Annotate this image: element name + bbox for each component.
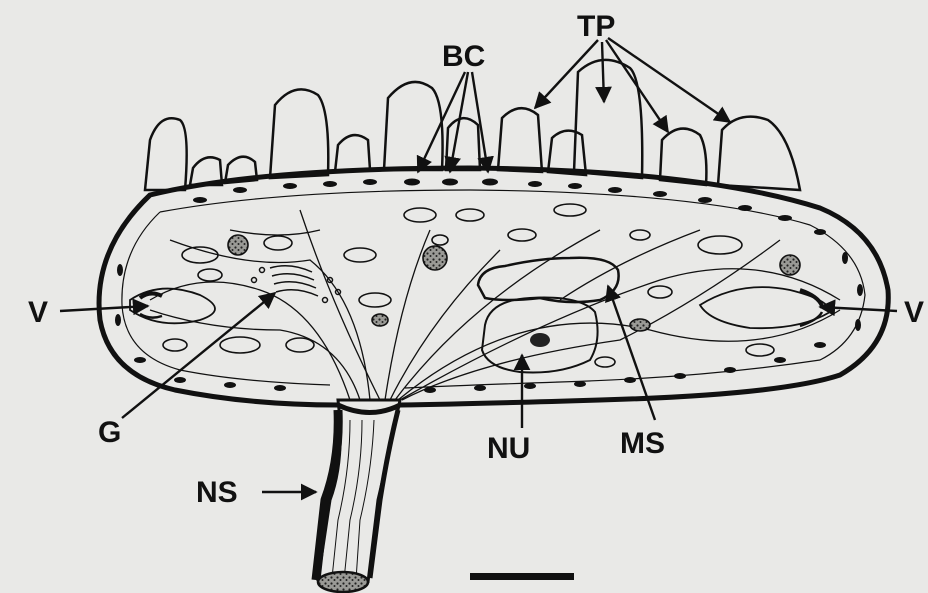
label-tp: TP (577, 10, 615, 43)
vesicle-right (700, 287, 830, 328)
scale-bar (470, 573, 574, 580)
nucleus (482, 298, 598, 373)
papilla (498, 108, 542, 172)
label-nu: NU (487, 432, 530, 465)
label-bc: BC (442, 40, 485, 73)
papilla (384, 82, 443, 170)
nerve-stalk (316, 400, 400, 592)
cell-body (99, 168, 888, 413)
papilla (270, 89, 328, 178)
label-ns: NS (196, 476, 238, 509)
label-ms: MS (620, 427, 665, 460)
organelles (163, 204, 800, 367)
papilla (718, 117, 800, 190)
label-arrows (60, 38, 897, 492)
papilla (145, 118, 187, 190)
nerve-stalk-end (318, 572, 368, 592)
nucleolus (530, 333, 550, 347)
label-g: G (98, 416, 121, 449)
label-v-left: V (28, 296, 48, 329)
papilla (335, 135, 370, 172)
label-v-right: V (904, 296, 924, 329)
